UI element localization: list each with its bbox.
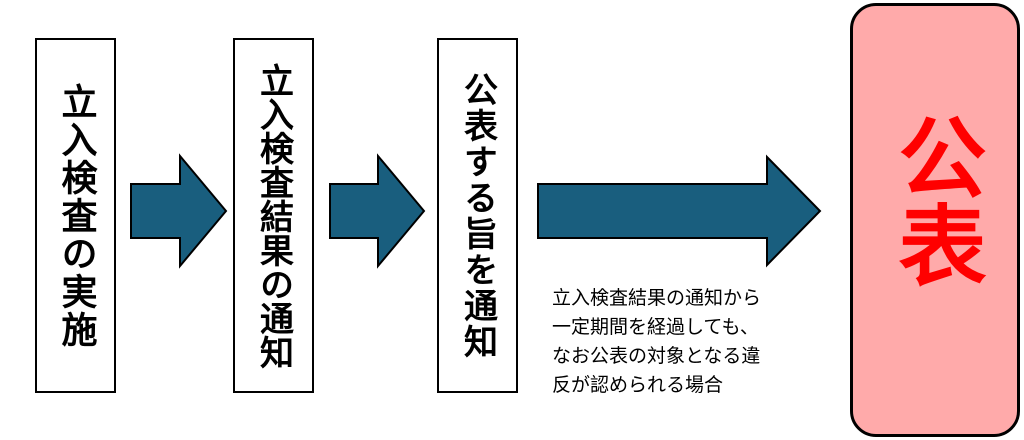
caption-line: 反が認められる場合 (552, 374, 724, 396)
caption-line: 一定期間を経過しても、 (552, 316, 759, 338)
arrow-1 (130, 153, 228, 269)
arrow-3 (537, 154, 822, 268)
final-label: 公表 (884, 112, 987, 288)
step-box-publication-notice: 公表する旨を通知 (437, 38, 518, 393)
condition-caption: 立入検査結果の通知から 一定期間を経過しても、 なお公表の対象となる違 反が認め… (552, 284, 761, 400)
arrow-2 (329, 153, 426, 269)
step-label: 公表する旨を通知 (457, 71, 498, 360)
step-label: 立入検査結果の通知 (253, 62, 294, 369)
final-box-publication: 公表 (850, 3, 1020, 437)
caption-line: なお公表の対象となる違 (552, 345, 761, 367)
caption-line: 立入検査結果の通知から (552, 287, 762, 309)
step-label: 立入検査の実施 (55, 82, 97, 349)
step-box-inspection: 立入検査の実施 (35, 38, 116, 393)
step-box-result-notice: 立入検査結果の通知 (233, 38, 314, 393)
